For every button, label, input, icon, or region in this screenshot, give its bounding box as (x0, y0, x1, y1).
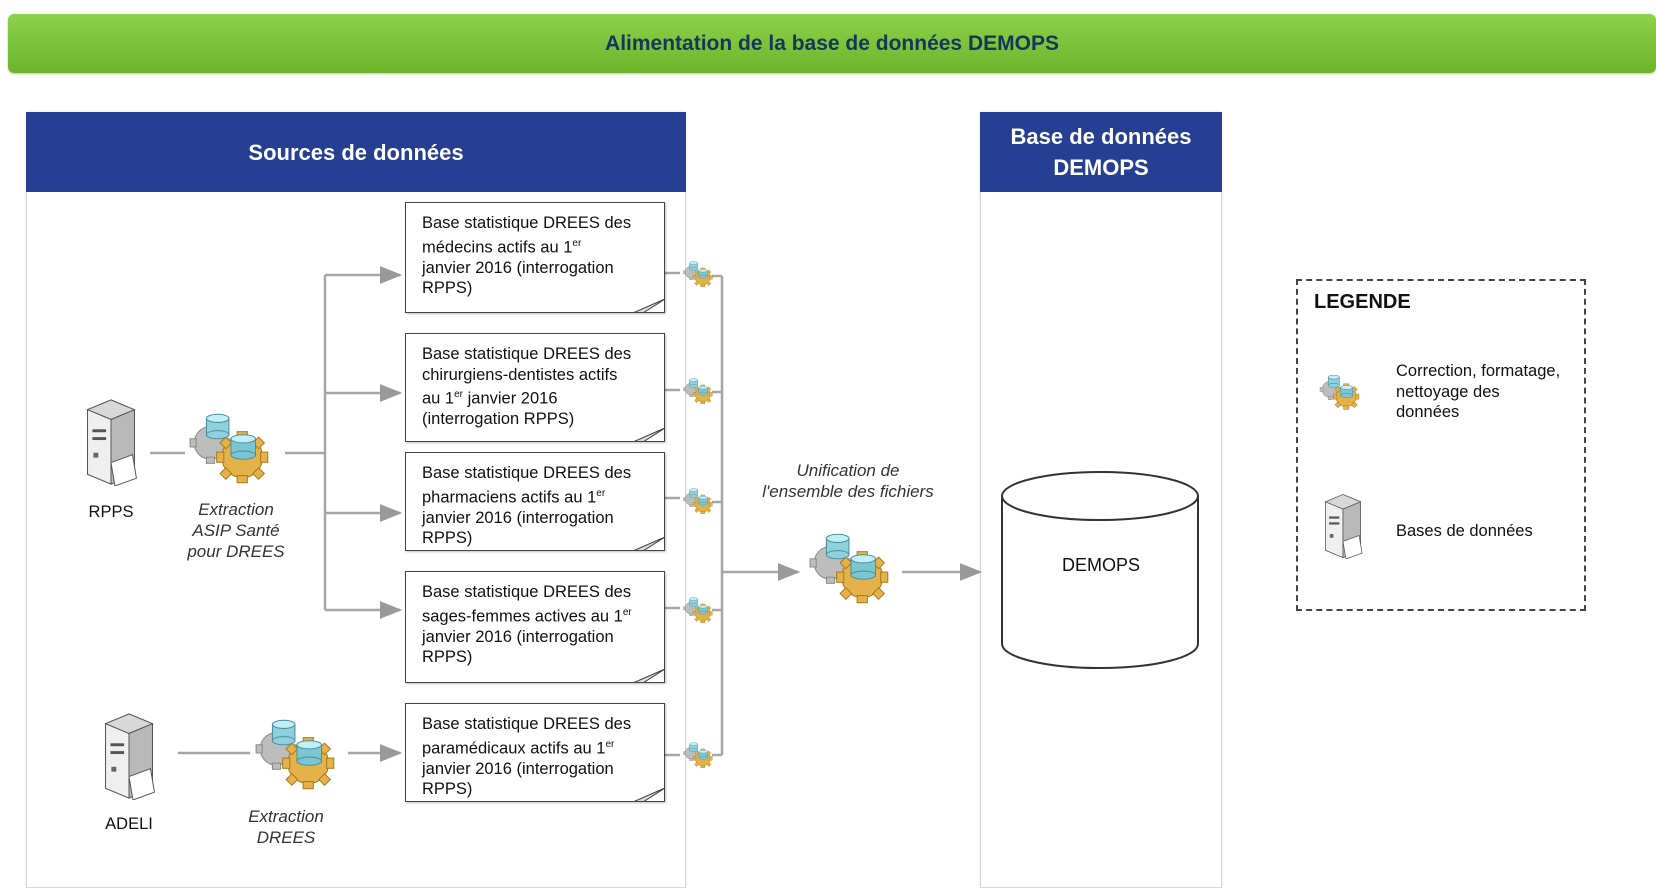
legend-process-line2: nettoyage des (1396, 382, 1500, 401)
doc-line: janvier 2016 (interrogation (422, 627, 614, 646)
unification-line1: Unification de (796, 461, 900, 480)
doc-line: RPPS) (422, 529, 473, 547)
legend-process-line1: Correction, formatage, (1396, 362, 1561, 380)
doc-line: médecins actifs au 1er (422, 237, 582, 257)
doc-line: RPPS) (422, 648, 473, 666)
cleaning-gears-icon (682, 260, 716, 288)
legend-database-text: Bases de données (1396, 522, 1533, 540)
legend-server-icon (1320, 493, 1366, 559)
doc-line: janvier 2016 (interrogation (422, 258, 614, 277)
asip-extraction-line1: Extraction (198, 500, 274, 519)
page-fold-icon (634, 788, 664, 801)
adeli-label: ADELI (105, 815, 153, 833)
doc-line: Base statistique DREES des (422, 715, 632, 733)
doc-line: janvier 2016 (interrogation (422, 508, 614, 527)
sources-panel-title: Sources de données (248, 139, 464, 165)
banner-title: Alimentation de la base de données DEMOP… (605, 31, 1059, 55)
adeli-server-icon (98, 712, 160, 800)
drees-extraction-label: Extraction DREES (226, 806, 346, 848)
target-panel-title-line1: Base de données (1010, 124, 1192, 149)
legend-box: LEGENDE Correction, formatage, nettoyage… (1296, 279, 1586, 611)
unification-gears-icon (806, 532, 898, 604)
drees-extraction-gears-icon (252, 718, 344, 790)
sources-panel-header: Sources de données (26, 112, 686, 192)
doc-line: RPPS) (422, 780, 473, 798)
asip-extraction-gears-icon (186, 412, 278, 484)
legend-title: LEGENDE (1314, 291, 1411, 313)
target-panel-title-line2: DEMOPS (1053, 155, 1149, 180)
doc-line: chirurgiens-dentistes actifs (422, 365, 618, 384)
legend-gears-icon (1318, 373, 1364, 411)
legend-process-text: Correction, formatage, nettoyage des don… (1396, 361, 1582, 423)
document-medecins: Base statistique DREES des médecins acti… (405, 202, 665, 313)
asip-extraction-line3: pour DREES (187, 542, 285, 561)
asip-extraction-line2: ASIP Santé (192, 521, 280, 540)
doc-line: Base statistique DREES des (422, 583, 632, 601)
document-pharmaciens: Base statistique DREES des pharmaciens a… (405, 452, 665, 551)
page-fold-icon (634, 299, 664, 312)
doc-line: Base statistique DREES des (422, 214, 632, 232)
cleaning-gears-icon (682, 741, 716, 769)
cleaning-gears-icon (682, 596, 716, 624)
doc-line: janvier 2016 (interrogation (422, 759, 614, 778)
doc-line: Base statistique DREES des (422, 464, 632, 482)
page-fold-icon (634, 537, 664, 550)
doc-line: sages-femmes actives au 1er (422, 606, 632, 626)
doc-line: RPPS) (422, 279, 473, 297)
target-panel-header: Base de données DEMOPS (980, 112, 1222, 192)
doc-line: (interrogation RPPS) (422, 410, 575, 428)
banner: Alimentation de la base de données DEMOP… (8, 14, 1656, 73)
demops-database-cylinder (1001, 471, 1199, 669)
page-fold-icon (634, 669, 664, 682)
cleaning-gears-icon (682, 487, 716, 515)
drees-extraction-line2: DREES (256, 828, 316, 847)
cleaning-gears-icon (682, 377, 716, 405)
asip-extraction-label: Extraction ASIP Santé pour DREES (168, 499, 304, 562)
doc-line: Base statistique DREES des (422, 345, 632, 363)
document-chirurgiens-dentistes: Base statistique DREES des chirurgiens-d… (405, 333, 665, 442)
page-fold-icon (634, 428, 664, 441)
rpps-label: RPPS (88, 503, 134, 521)
unification-line2: l'ensemble des fichiers (762, 482, 934, 501)
document-paramedicaux: Base statistique DREES des paramédicaux … (405, 703, 665, 802)
demops-label: DEMOPS (1061, 555, 1140, 575)
document-sages-femmes: Base statistique DREES des sages-femmes … (405, 571, 665, 683)
doc-line: pharmaciens actifs au 1er (422, 487, 606, 507)
doc-line: paramédicaux actifs au 1er (422, 738, 615, 758)
rpps-server-icon (80, 398, 142, 486)
drees-extraction-line1: Extraction (248, 807, 324, 826)
legend-process-line3: données (1396, 403, 1460, 421)
doc-line: au 1er janvier 2016 (422, 389, 558, 408)
unification-label: Unification de l'ensemble des fichiers (744, 460, 952, 502)
